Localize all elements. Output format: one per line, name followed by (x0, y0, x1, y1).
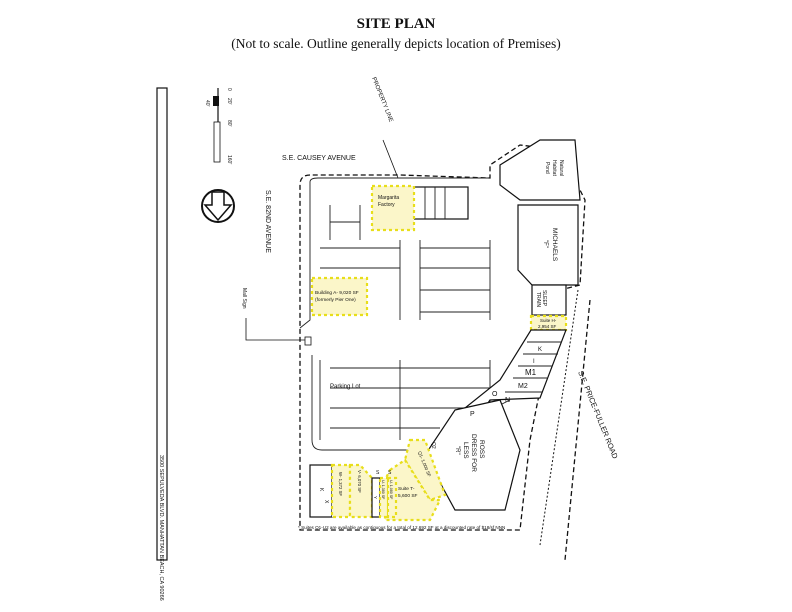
scale-tick: 0 (226, 88, 232, 91)
street-causey: S.E. CAUSEY AVENUE (282, 155, 356, 162)
unit-label-o: O (492, 391, 498, 398)
suite-w-label: W- 1,372 SF (338, 472, 343, 496)
street-82nd: S.E. 82ND AVENUE (264, 190, 271, 253)
suite-t-label: 5,600 SF (398, 493, 418, 499)
road-edge (564, 299, 591, 561)
scale-tick: 80' (226, 120, 232, 127)
property-line-leader (382, 139, 399, 179)
michaels-label: MICHAELS (551, 228, 558, 262)
suite-q2-label: Q2 (430, 442, 436, 449)
page-subtitle: (Not to scale. Outline generally depicts… (231, 36, 561, 51)
suite-u1-label: U- 1,380 SF (381, 480, 385, 500)
pond-label: Pond (544, 162, 550, 174)
margarita-factory (370, 184, 416, 232)
scale-tick: 160' (226, 155, 232, 164)
suite-u2 (386, 476, 398, 519)
michaels-label: "F" (542, 240, 548, 248)
road-centerline (539, 289, 579, 546)
page-title: SITE PLAN (356, 16, 436, 32)
building-a (310, 276, 369, 317)
small-label: S (388, 470, 392, 476)
unit-label: M1 (525, 368, 537, 377)
property-line-label: PROPERTY LINE (370, 77, 393, 124)
scale-tick: 20' (226, 98, 232, 105)
address-text: 3500 SEPULVEDA BLVD. MANHATTAN BEACH, CA… (158, 455, 164, 601)
north-shops (412, 186, 469, 220)
unit-label: I (533, 359, 535, 365)
suite-k-label: K (318, 488, 324, 492)
suite-u2-label: U- 1,080 SF (389, 480, 393, 500)
suite-y-label: Y (373, 496, 378, 499)
mall-sign (304, 336, 312, 346)
unit-label: M2 (518, 383, 528, 390)
suite-t-label: Suite T- (398, 486, 415, 492)
suite-v-label: V- 6,070 SF (357, 470, 362, 493)
scale-tick: 40' (204, 100, 210, 107)
curb (299, 182, 511, 451)
mall-sign-label: Mall Sign (241, 288, 247, 309)
unit-label: K (538, 347, 542, 353)
margarita-label: Factory (378, 202, 395, 208)
street-price-fuller: S.E. PRICE-FULLER ROAD (576, 369, 620, 460)
suite-h-label: 2,954 SF (538, 324, 557, 329)
habitat-pond (499, 139, 581, 201)
ross-label: ROSS (478, 440, 485, 459)
site-perimeter (299, 144, 586, 531)
suite-u1 (378, 476, 390, 519)
parking-lot-label: Parking Lot (330, 384, 361, 390)
building-a-label: Building A- 9,020 SF (315, 290, 359, 296)
unit-label: N (505, 397, 510, 404)
address-bar (156, 87, 168, 561)
parking-islands (319, 205, 491, 440)
suite-x-label: X (323, 500, 329, 504)
unit-label-p: P (470, 411, 475, 418)
sleep-train-label: SLEEP (541, 290, 547, 307)
building-a-label: (formerly Pier One) (315, 297, 356, 303)
ross-label: "R" (454, 446, 460, 455)
mall-sign-leader (245, 318, 306, 341)
ross-label: DRESS FOR (470, 434, 477, 472)
pond-label: Habitat (551, 160, 557, 176)
suite-q1 (403, 438, 447, 502)
small-label: S (376, 470, 380, 476)
curb (309, 177, 490, 183)
suite-h-label: Suite H- (540, 318, 557, 323)
footnote: * Suites Q1-U2 are available as contiguo… (298, 525, 505, 530)
unit-dividers (505, 341, 562, 393)
shop-dividers (424, 187, 446, 219)
margarita-label: Margarita (378, 195, 399, 201)
sleep-train-label: TRAIN (535, 292, 541, 307)
scale-bar: 0 20' 40' 80' 160' (204, 88, 232, 164)
ross-label: LESS (462, 442, 469, 459)
north-arrow-icon (201, 189, 235, 223)
suite-v (348, 463, 374, 519)
pond-label: Natural (558, 160, 564, 176)
